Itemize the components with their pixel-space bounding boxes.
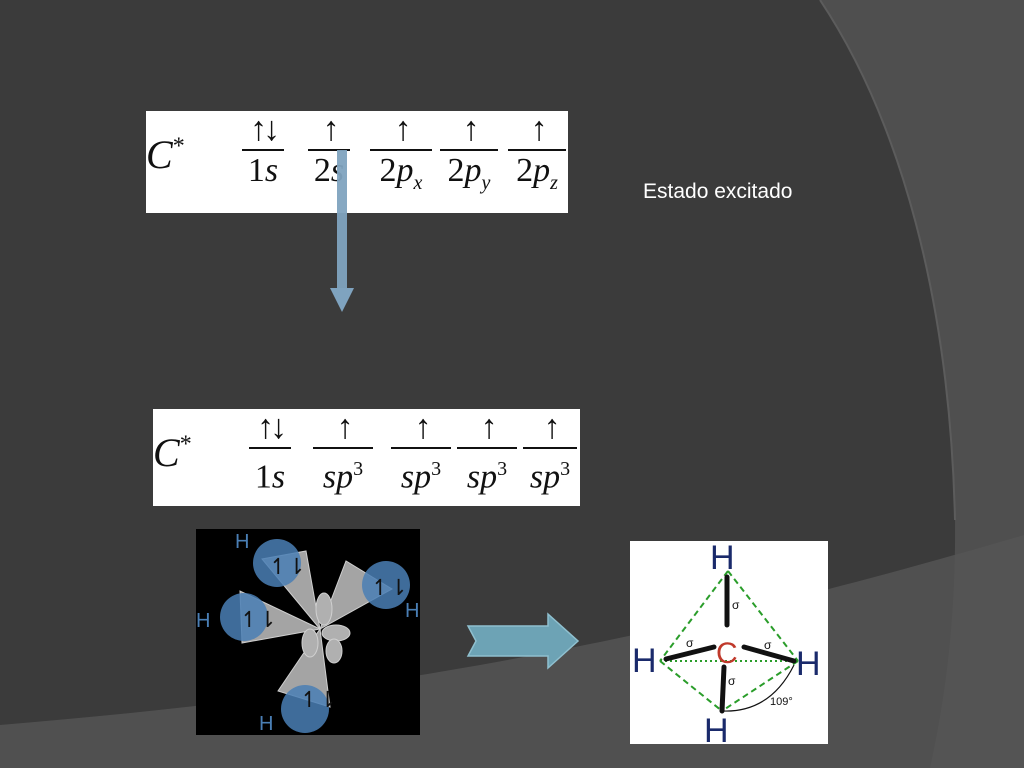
- sigma-label: σ: [686, 636, 694, 650]
- orbital-line: [242, 149, 284, 151]
- tetrahedron-edges: [659, 570, 799, 712]
- h-sphere: [253, 539, 301, 587]
- small-lobes: [301, 592, 351, 664]
- carbon-label: C: [716, 637, 738, 670]
- orbital-0: ↑↓ 1s: [247, 411, 293, 497]
- orbital-label: 2px: [379, 152, 423, 194]
- electron-arrows: ↑: [462, 111, 480, 148]
- orbital-line: [391, 447, 451, 449]
- h-label-left: H: [632, 642, 657, 680]
- orbital-label: sp3: [529, 458, 571, 496]
- electron-pair-arrows: ↿⇂: [371, 575, 408, 600]
- electron-arrows: ↑: [480, 409, 498, 446]
- orbital-label: sp3: [322, 458, 364, 496]
- atom-symbol: C*: [146, 132, 185, 177]
- orbital-label: 2py: [447, 152, 491, 194]
- orbital-4: ↑ sp3: [521, 411, 579, 497]
- orbital-0: ↑↓ 1s: [240, 113, 286, 203]
- electron-arrows: ↑: [394, 111, 412, 148]
- electron-arrows: ↑↓: [250, 111, 280, 148]
- orbital-4: ↑ 2pz: [506, 113, 568, 203]
- orbital-3: ↑ sp3: [455, 411, 519, 497]
- orbital-2: ↑ sp3: [389, 411, 453, 497]
- electron-arrows: ↑: [414, 409, 432, 446]
- electron-arrows: ↑: [336, 409, 354, 446]
- electron-pair-arrows: ↿⇂: [300, 687, 337, 712]
- h-label: H: [405, 600, 419, 622]
- right-arrow: [466, 612, 580, 670]
- orbital-1: ↑ sp3: [311, 411, 375, 497]
- h-label-top: H: [710, 541, 735, 577]
- orbital-label: 1s: [254, 458, 286, 496]
- orbital-label: 2pz: [516, 152, 558, 194]
- excited-config-panel: C* ↑↓1s↑2s↑2px↑2py↑2pz: [146, 111, 568, 213]
- orbital-label: sp3: [400, 458, 442, 496]
- atom-symbol: C*: [153, 430, 192, 475]
- orbital-line: [313, 447, 373, 449]
- h-sphere: [220, 593, 268, 641]
- h-label: H: [196, 610, 210, 632]
- electron-pair-arrows: ↿⇂: [240, 607, 277, 632]
- electron-arrows: ↑↓: [257, 409, 287, 446]
- orbital-line: [370, 149, 432, 151]
- h-sphere: [281, 685, 329, 733]
- angle-arc: [721, 664, 795, 712]
- h-sphere: [362, 561, 410, 609]
- sigma-label: σ: [732, 598, 740, 612]
- orbital-label: 1s: [247, 152, 279, 189]
- angle-label: 109°: [770, 696, 793, 708]
- h-label-right: H: [796, 645, 821, 683]
- orbital-line: [457, 447, 517, 449]
- electron-arrows: ↑: [543, 409, 561, 446]
- sigma-label: σ: [764, 638, 772, 652]
- orbital-line: [508, 149, 566, 151]
- electron-arrows: ↑: [322, 111, 340, 148]
- orbital-line: [249, 447, 291, 449]
- sigma-label: σ: [728, 674, 736, 688]
- sp3-orbital-diagram: ↿⇂ ↿⇂ ↿⇂ ↿⇂ H H H H: [196, 529, 420, 735]
- orbital-2: ↑ 2px: [368, 113, 434, 203]
- orbital-line: [440, 149, 498, 151]
- sigma-bonds: [663, 574, 797, 714]
- h-label-bottom: H: [704, 712, 729, 744]
- electron-pair-arrows: ↿⇂: [269, 554, 306, 579]
- orbital-label: sp3: [466, 458, 508, 496]
- orbital-3: ↑ 2py: [438, 113, 500, 203]
- methane-structure: C H H H H σ σ σ σ 109°: [630, 541, 828, 744]
- down-arrow: [330, 150, 354, 312]
- h-label: H: [235, 531, 249, 553]
- h-label: H: [259, 713, 273, 735]
- electron-arrows: ↑: [530, 111, 548, 148]
- orbital-line: [523, 447, 577, 449]
- orbital-line: [308, 149, 350, 151]
- excited-state-caption: Estado excitado: [643, 180, 793, 203]
- hybrid-config-panel: C* ↑↓ 1s ↑ sp3 ↑ sp3 ↑ sp3 ↑ sp3: [153, 409, 580, 506]
